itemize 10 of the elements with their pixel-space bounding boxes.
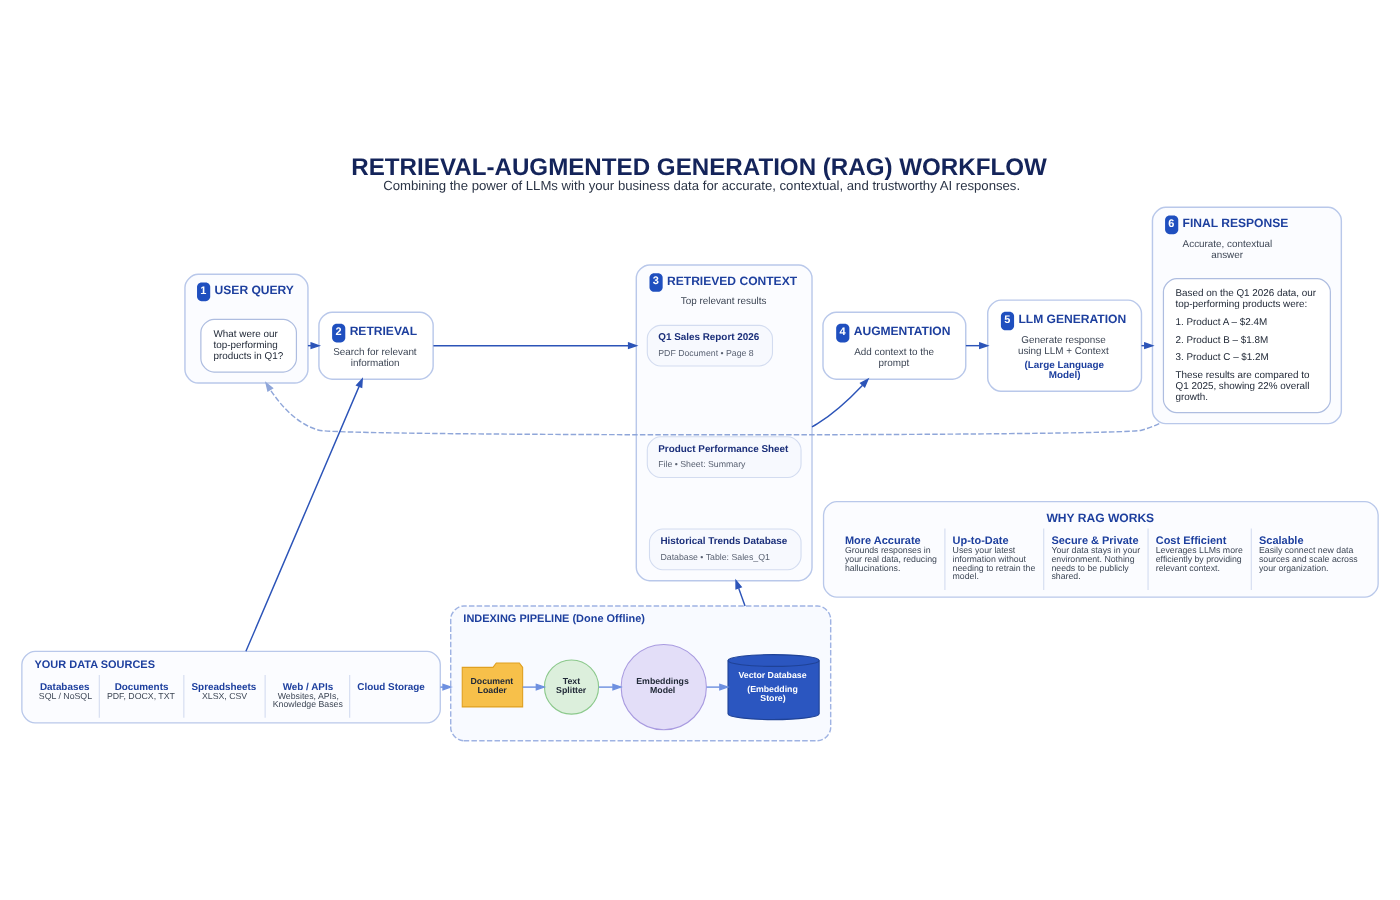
arrow [598, 682, 623, 690]
arrow [522, 682, 547, 690]
arrow [245, 376, 364, 652]
arrow [811, 376, 870, 427]
diagram-title: RETRIEVAL-AUGMENTED GENERATION (RAG) WORKFLOW [351, 152, 1047, 181]
arrow [439, 682, 453, 690]
arrow [735, 577, 746, 606]
arrow [705, 682, 730, 690]
arrow [264, 380, 1160, 435]
arrow [432, 340, 639, 349]
